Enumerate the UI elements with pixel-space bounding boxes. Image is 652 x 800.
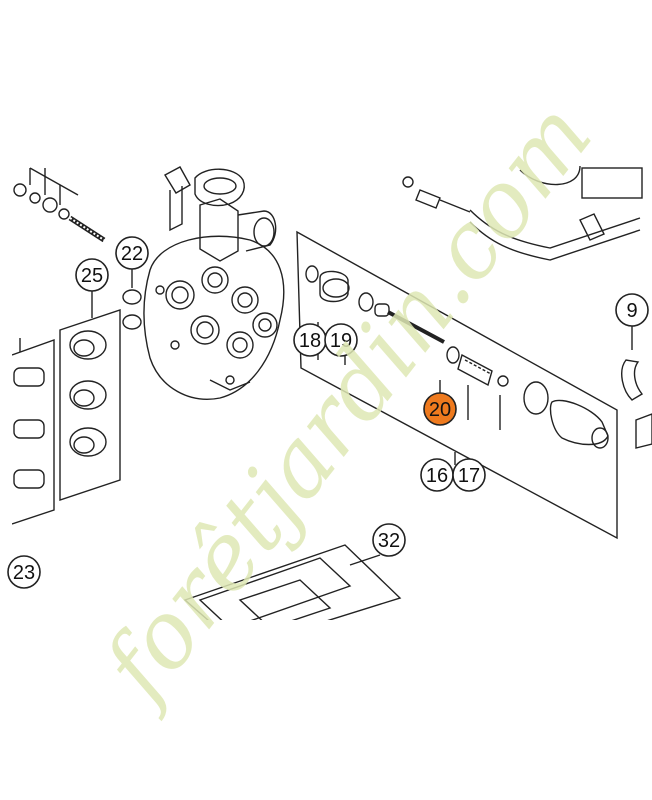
- callout-25: 25: [75, 258, 109, 292]
- callout-label-32: 32: [378, 530, 400, 552]
- callout-label-25: 25: [81, 265, 103, 287]
- watermark-logo: forêtjardin.com: [79, 83, 612, 723]
- callout-label-23: 23: [13, 562, 35, 584]
- callout-19: 19: [324, 323, 358, 357]
- callout-label-20: 20: [429, 399, 451, 421]
- callout-label-22: 22: [121, 243, 143, 265]
- clip-part-9: [621, 326, 652, 449]
- top-left-parts: [13, 167, 106, 243]
- valve-kit-box: [12, 338, 55, 525]
- callout-label-16: 16: [426, 465, 448, 487]
- unloader-assembly-box: [296, 230, 618, 540]
- callout-9: 9: [615, 293, 649, 327]
- lance-hose: [402, 165, 643, 261]
- callout-32: 32: [372, 523, 406, 557]
- callouts: 22 25 9 18 19 20 16 17: [7, 236, 649, 589]
- callout-23: 23: [7, 555, 41, 589]
- callout-20: 20: [423, 392, 457, 426]
- o-rings-22: [122, 268, 142, 330]
- callout-label-9: 9: [626, 300, 637, 322]
- pump-head: [143, 166, 285, 400]
- callout-label-19: 19: [330, 330, 352, 352]
- callout-label-18: 18: [299, 330, 321, 352]
- callout-16: 16: [420, 458, 454, 492]
- seal-kit-box: [59, 290, 121, 501]
- watermark-text: forêtjardin.com: [79, 83, 612, 723]
- callout-22: 22: [115, 236, 149, 270]
- callout-18: 18: [293, 323, 327, 357]
- callout-17: 17: [452, 458, 486, 492]
- gasket-sheets-32: [183, 544, 402, 620]
- callout-label-17: 17: [458, 465, 480, 487]
